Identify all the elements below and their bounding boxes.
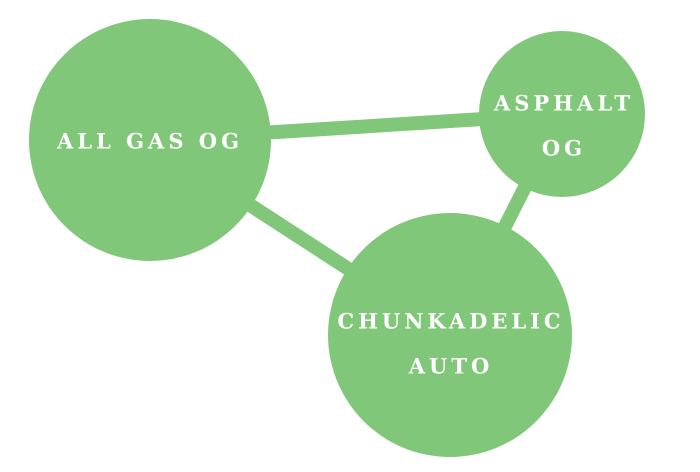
node-label-asphalt-og-line-2: OG [542, 136, 586, 161]
node-label-all-gas-og: ALL GAS OG [56, 129, 243, 154]
node-circle-all-gas-og [29, 19, 271, 261]
node-label-chunkadelic-auto-line-2: AUTO [408, 354, 494, 379]
node-label-chunkadelic-auto-line-1: CHUNKADELIC [337, 309, 564, 334]
node-circle-chunkadelic-auto [328, 213, 572, 457]
node-label-asphalt-og-line-1: ASPHALT [493, 91, 634, 116]
node-all-gas-og: ALL GAS OG [29, 19, 271, 261]
node-asphalt-og: ASPHALT OG [479, 31, 645, 197]
node-circle-asphalt-og [479, 31, 645, 197]
node-chunkadelic-auto: CHUNKADELIC AUTO [328, 213, 572, 457]
